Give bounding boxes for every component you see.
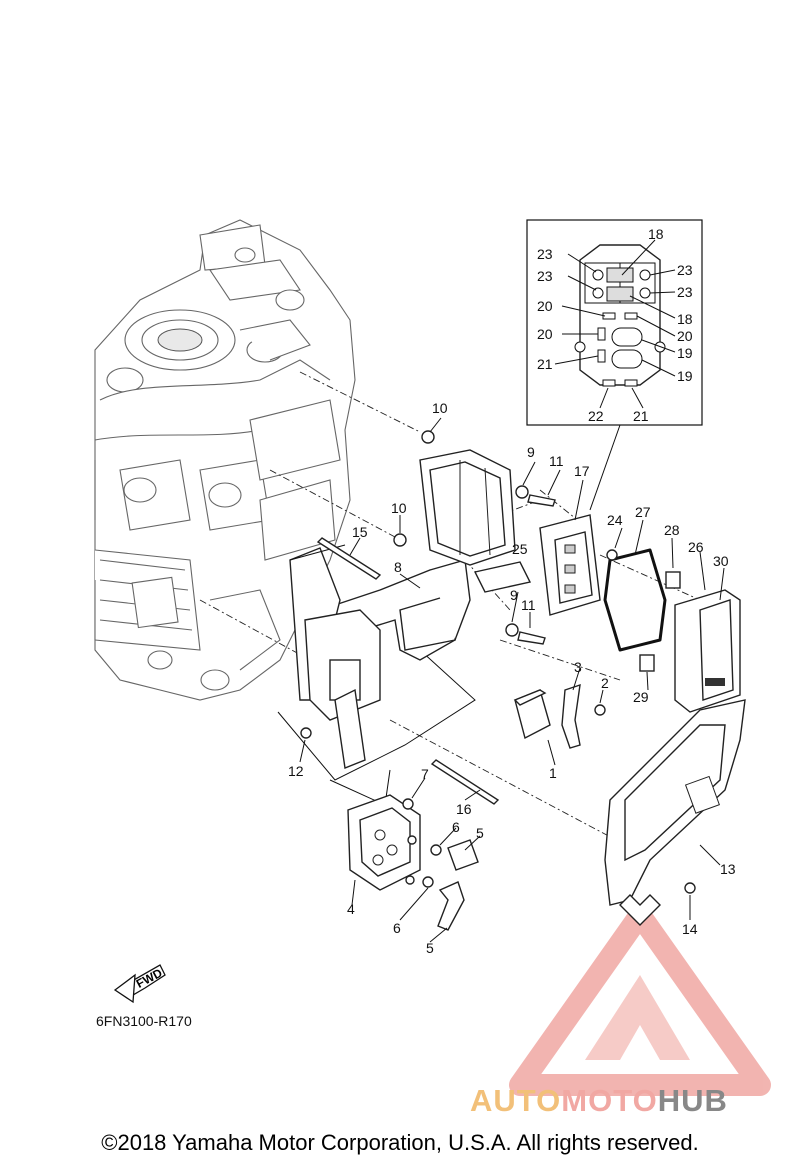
callout-15: 15 [352,524,368,540]
part-17-module [539,514,601,616]
callout-30: 30 [713,553,729,569]
callout-20: 20 [677,328,693,344]
part-8-bracket [319,559,471,661]
callout-22: 22 [588,408,604,424]
callout-13: 13 [720,861,736,877]
callout-27: 27 [635,504,651,520]
callout-23: 23 [537,246,553,262]
watermark-hub: HUB [657,1083,728,1118]
callout-11: 11 [549,453,564,469]
callout-23: 23 [677,262,693,278]
watermark-wordmark: AUTOMOTOHUB [470,1083,728,1119]
cable-ties [316,537,500,805]
automotohub-logo [509,904,771,1096]
callout-7: 7 [421,766,429,782]
callout-4: 4 [347,901,355,917]
callout-17: 17 [574,463,590,479]
part-1-relay [513,689,556,766]
fastener-parts [300,430,696,931]
callout-2: 2 [601,675,609,691]
part-3-clip [561,683,581,749]
callout-19: 19 [677,345,693,361]
callout-10: 10 [432,400,448,416]
copyright-notice: ©2018 Yamaha Motor Corporation, U.S.A. A… [101,1130,699,1155]
diagram-code: 6FN3100-R170 [96,1013,192,1029]
callout-23: 23 [537,268,553,284]
engine-block-illustration [94,219,356,701]
callout-26: 26 [688,539,704,555]
callout-5: 5 [476,825,484,841]
callout-12: 12 [288,763,304,779]
callout-3: 3 [574,659,582,675]
part-28-connector [665,571,681,589]
callout-28: 28 [664,522,680,538]
callout-numbers: 1 2 3 4 5 5 6 6 7 8 9 9 10 10 11 11 12 1… [288,226,736,956]
callout-24: 24 [607,512,623,528]
part-module-bracket [289,544,381,769]
callout-21: 21 [537,356,553,372]
callout-14: 14 [682,921,698,937]
callout-6: 6 [393,920,401,936]
watermark-moto: MOTO [561,1083,658,1118]
callout-5: 5 [426,940,434,956]
part-4-ignition-unit [347,794,421,891]
callout-leaders [299,417,725,943]
callout-18: 18 [648,226,664,242]
watermark-auto: AUTO [470,1083,562,1118]
callout-9: 9 [527,444,535,460]
part-25-pad [473,561,532,593]
part-30-cover [674,589,741,713]
callout-16: 16 [456,801,472,817]
callout-6: 6 [452,819,460,835]
callout-29: 29 [633,689,649,705]
part-13-cover-panel [604,699,746,926]
callout-20: 20 [537,298,553,314]
callout-20: 20 [537,326,553,342]
part-29-connector [639,654,655,672]
callout-11: 11 [521,597,536,613]
callout-8: 8 [394,559,402,575]
callout-1: 1 [549,765,557,781]
callout-21: 21 [633,408,649,424]
callout-19: 19 [677,368,693,384]
callout-10: 10 [391,500,407,516]
callout-18: 18 [677,311,693,327]
part-27-gasket [603,548,667,652]
fwd-arrow-icon: FWD [113,964,166,1004]
callout-9: 9 [510,587,518,603]
part-upper-bracket [419,449,516,566]
callout-25: 25 [512,541,528,557]
detail-inset-box [526,219,703,511]
callout-23: 23 [677,284,693,300]
